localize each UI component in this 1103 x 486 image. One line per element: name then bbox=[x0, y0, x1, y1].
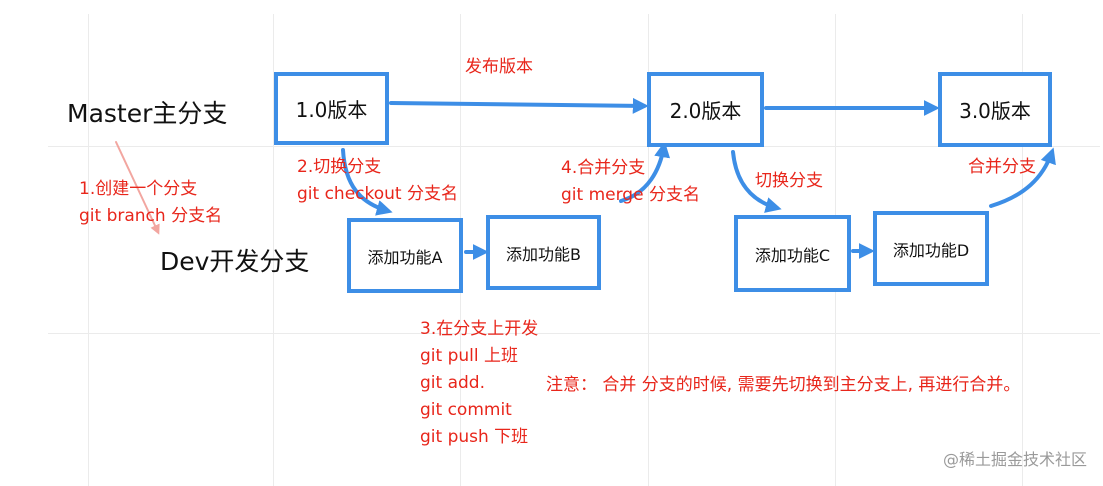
develop-command-pull: git pull 上班 bbox=[420, 346, 518, 366]
feature-box-b: 添加功能B bbox=[486, 215, 601, 290]
switch-branch-note: 2.切换分支 git checkout 分支名 bbox=[297, 154, 458, 208]
merge-branch-command: git merge 分支名 bbox=[561, 185, 700, 205]
grid-line bbox=[273, 14, 274, 486]
arrow-merge-to-master-2 bbox=[989, 147, 1056, 208]
arrow-switch-to-dev bbox=[341, 148, 393, 216]
version-box-1: 1.0版本 bbox=[274, 72, 389, 145]
feature-box-c: 添加功能C bbox=[734, 215, 851, 292]
grid-line bbox=[88, 14, 89, 486]
merge-branch-note-2: 合并分支 bbox=[968, 157, 1036, 177]
grid-line bbox=[48, 146, 1100, 147]
merge-branch-note: 4.合并分支 git merge 分支名 bbox=[561, 155, 700, 209]
develop-command-add: git add. bbox=[420, 373, 485, 393]
arrow-switch-to-dev-2 bbox=[731, 150, 782, 213]
switch-branch-step: 2.切换分支 bbox=[297, 157, 382, 177]
develop-note: 3.在分支上开发 git pull 上班 git add. git commit… bbox=[420, 316, 538, 451]
create-branch-note: 1.创建一个分支 git branch 分支名 bbox=[79, 176, 222, 230]
publish-note: 发布版本 bbox=[465, 57, 533, 77]
caution-note: 注意： 合并 分支的时候, 需要先切换到主分支上, 再进行合并。 bbox=[546, 375, 1021, 395]
watermark: @稀土掘金技术社区 bbox=[942, 450, 1087, 469]
switch-branch-note-2: 切换分支 bbox=[755, 171, 823, 191]
feature-box-d: 添加功能D bbox=[873, 211, 989, 286]
develop-step: 3.在分支上开发 bbox=[420, 319, 539, 339]
master-branch-label: Master主分支 bbox=[67, 99, 228, 128]
switch-branch-command: git checkout 分支名 bbox=[297, 184, 458, 204]
develop-command-commit: git commit bbox=[420, 400, 512, 420]
develop-command-push: git push 下班 bbox=[420, 427, 529, 447]
arrow-release-1-to-2 bbox=[389, 97, 649, 114]
grid-line bbox=[648, 14, 649, 486]
version-box-2: 2.0版本 bbox=[647, 72, 764, 147]
create-branch-command: git branch 分支名 bbox=[79, 206, 223, 226]
arrow-create-branch bbox=[115, 141, 160, 235]
arrow-merge-to-master bbox=[619, 141, 671, 203]
grid-line bbox=[1022, 14, 1023, 486]
merge-branch-step: 4.合并分支 bbox=[561, 158, 646, 178]
create-branch-step: 1.创建一个分支 bbox=[79, 179, 198, 199]
version-box-3: 3.0版本 bbox=[938, 72, 1052, 147]
grid-line bbox=[48, 333, 1100, 334]
feature-box-a: 添加功能A bbox=[347, 218, 463, 293]
dev-branch-label: Dev开发分支 bbox=[160, 247, 310, 276]
